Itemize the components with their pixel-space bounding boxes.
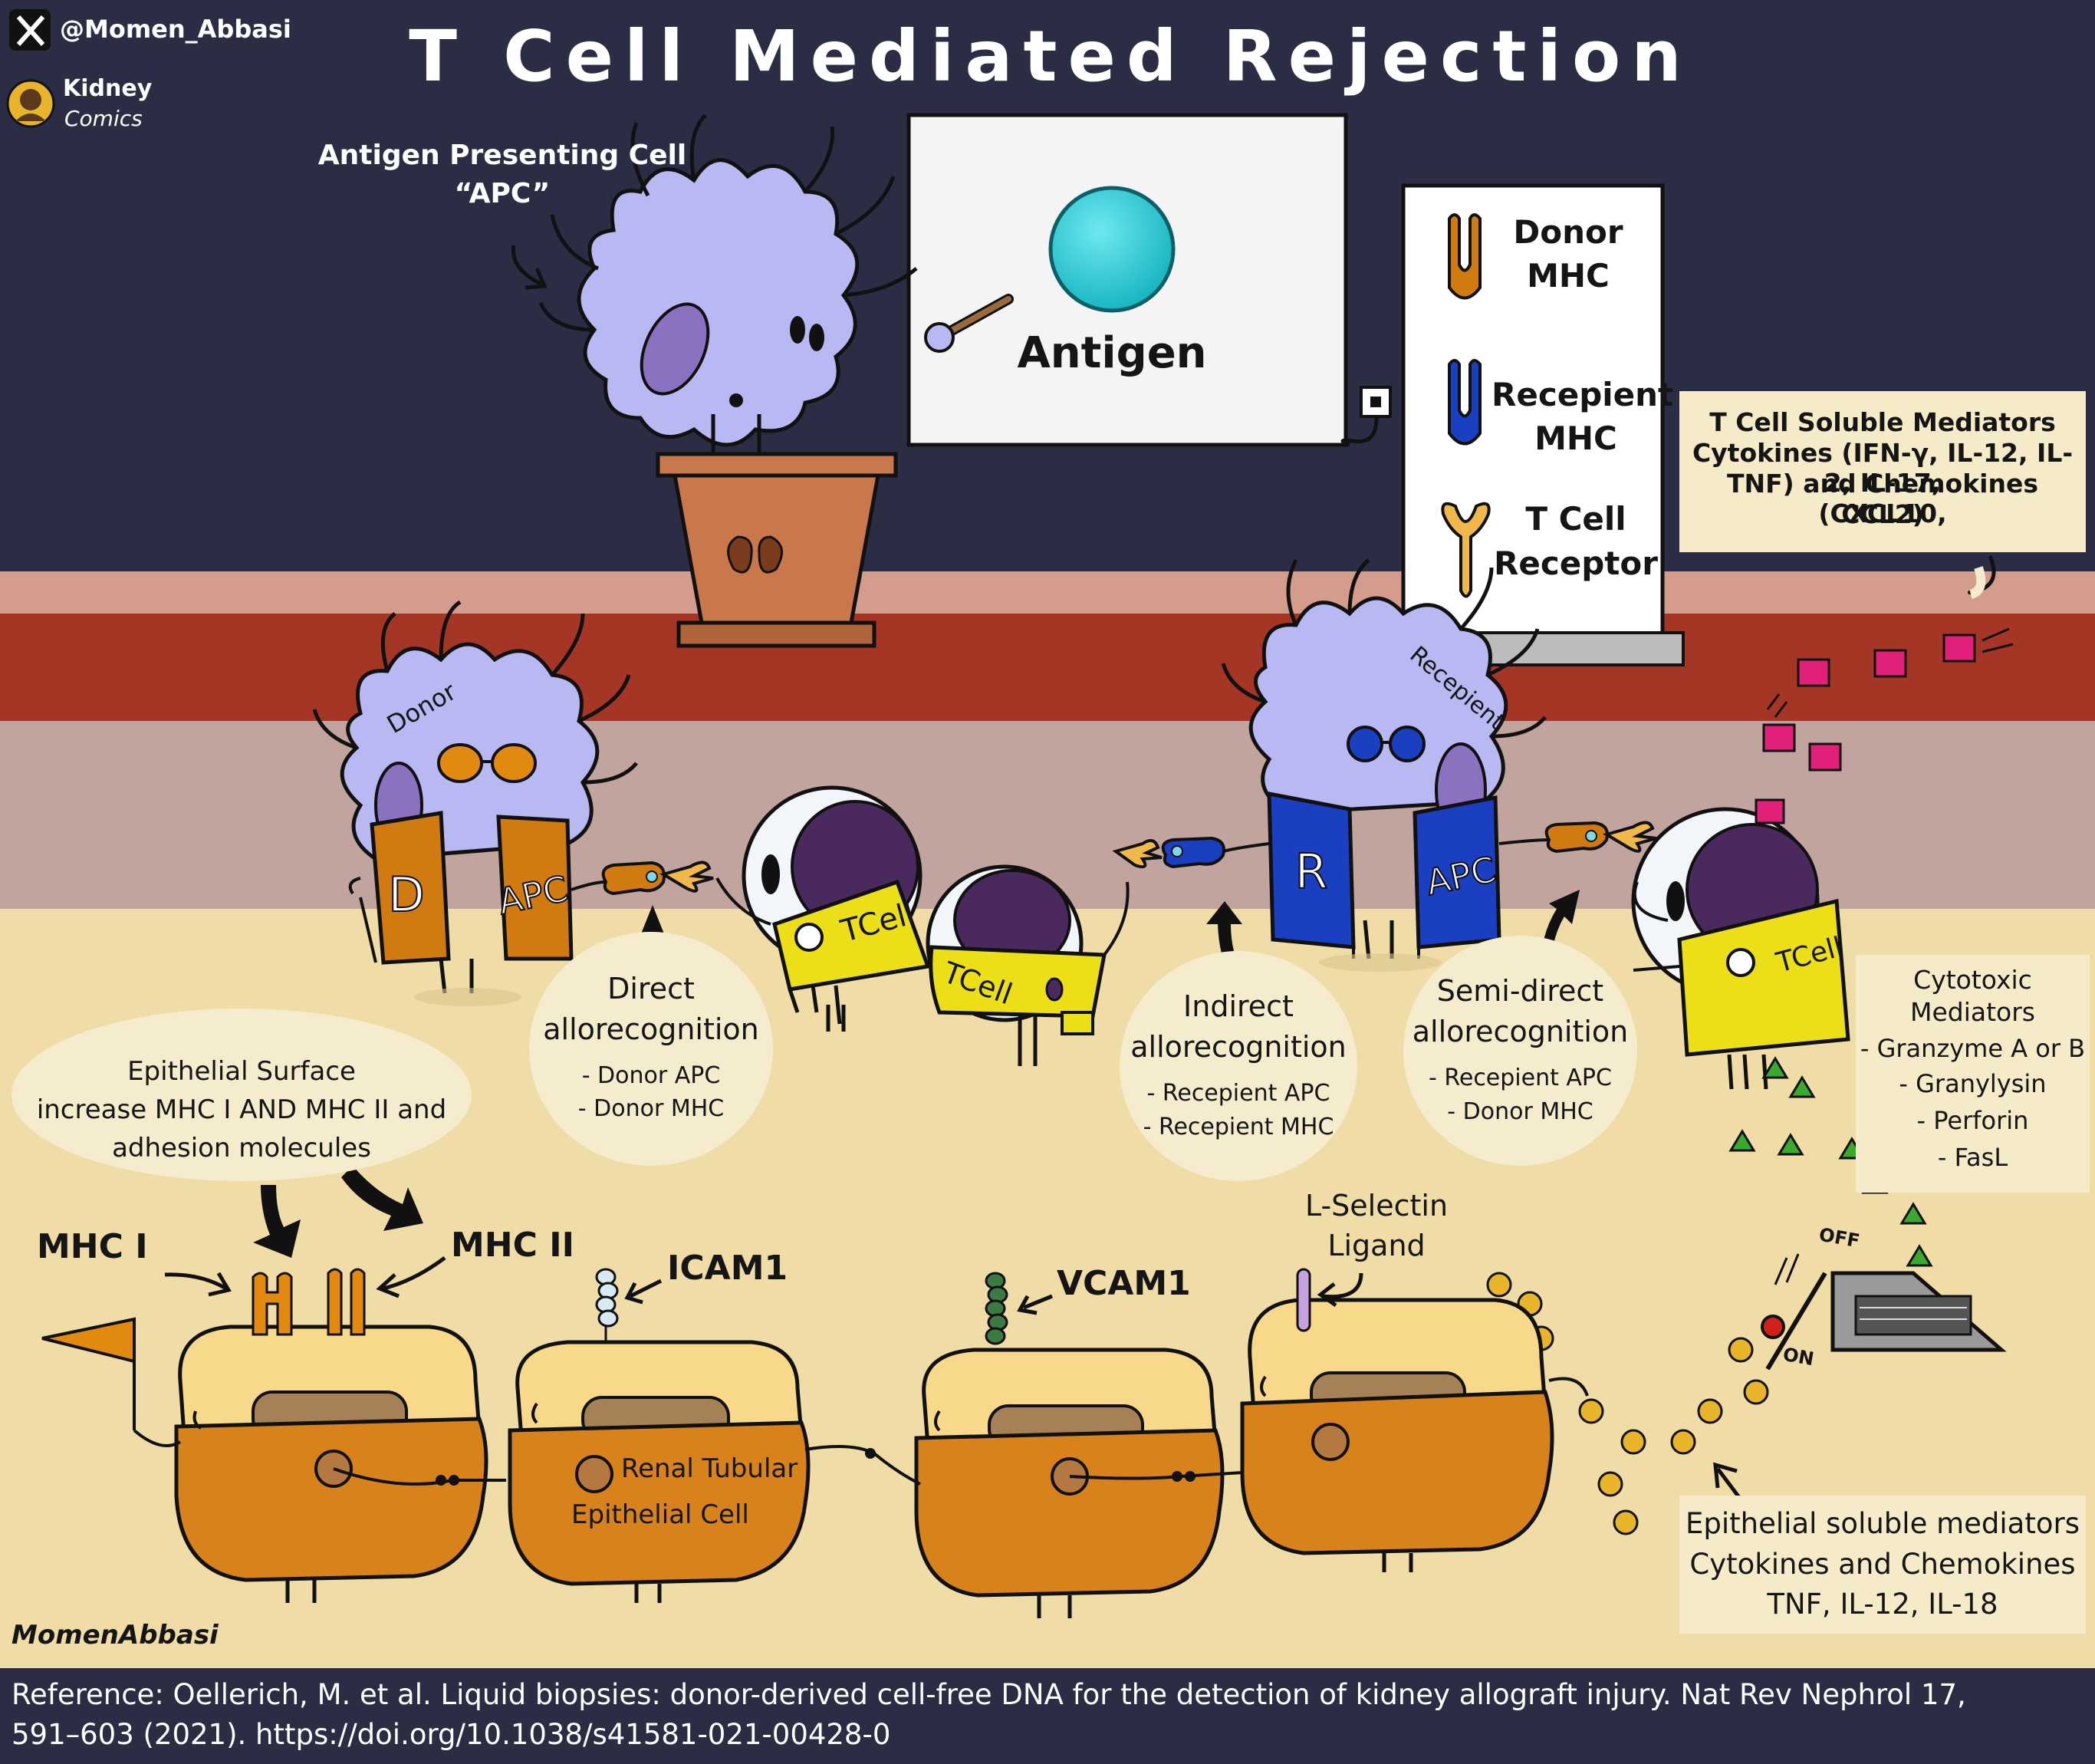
l-selectin-label-line-2: Ligand bbox=[1327, 1229, 1426, 1262]
epithelial-surface-arrows bbox=[253, 1166, 423, 1258]
t-cell-receptor-icon bbox=[1441, 502, 1491, 598]
semi-direct-line-1: Semi-direct bbox=[1436, 974, 1604, 1008]
t-cell-mediators-line-4: CCL2) bbox=[1841, 499, 1924, 529]
vcam1-molecule-icon bbox=[985, 1272, 1008, 1345]
cytotoxic-switch bbox=[1761, 1253, 2007, 1371]
x-logo-icon bbox=[9, 9, 51, 51]
epithelial-surface-line-3: adhesion molecules bbox=[112, 1133, 371, 1163]
cytotoxic-line-1: Cytotoxic bbox=[1913, 965, 2032, 995]
cytotoxic-mediators-box: Cytotoxic Mediators - Granzyme A or B - … bbox=[1856, 955, 2090, 1193]
l-selectin-ligand-icon bbox=[1296, 1268, 1311, 1332]
indirect-allorecognition-bubble: Indirect allorecognition - Recepient APC… bbox=[1120, 951, 1357, 1181]
cytotoxic-granules bbox=[1728, 1056, 1933, 1302]
mhc-ii-label: MHC II bbox=[451, 1226, 574, 1265]
reference-line-2[interactable]: 591–603 (2021). https://doi.org/10.1038/… bbox=[12, 1718, 891, 1751]
legend-recipient-line-2: MHC bbox=[1534, 420, 1617, 457]
epithelial-surface-line-2: increase MHC I AND MHC II and bbox=[36, 1094, 447, 1125]
reference-bar bbox=[0, 1668, 2095, 1764]
antigen-label: Antigen bbox=[1017, 328, 1207, 378]
stage-stripe-light bbox=[0, 571, 2095, 614]
semi-direct-allorecognition-bubble: Semi-direct allorecognition - Recepient … bbox=[1403, 936, 1637, 1166]
antigen-icon bbox=[1048, 186, 1176, 313]
projection-screen bbox=[906, 113, 1392, 447]
legend-recipient-line-1: Recepient bbox=[1491, 376, 1674, 413]
t-cell-mediators-line-2: Cytokines (IFN-γ, IL-12, IL-2, IL-17, bbox=[1692, 438, 2074, 498]
direct-line-1: Direct bbox=[607, 972, 695, 1005]
switch-knob-icon bbox=[1761, 1315, 1785, 1339]
indirect-handshake bbox=[1112, 836, 1225, 869]
brand-line-2: Comics bbox=[64, 106, 143, 131]
presenter-apc bbox=[538, 114, 1014, 648]
mhc-ii-molecule-icon bbox=[327, 1268, 366, 1336]
cytotoxic-item-4: - FasL bbox=[1937, 1143, 2008, 1172]
cytotoxic-item-1: - Granzyme A or B bbox=[1860, 1034, 2086, 1063]
semi-direct-handshake bbox=[1544, 821, 1657, 854]
indirect-sub-2: - Recepient MHC bbox=[1143, 1114, 1334, 1140]
direct-sub-1: - Donor APC bbox=[581, 1062, 721, 1089]
stage-stripe-red bbox=[0, 614, 2095, 721]
reference-line-1: Reference: Oellerich, M. et al. Liquid b… bbox=[12, 1678, 1966, 1711]
semi-direct-line-2: allorecognition bbox=[1412, 1015, 1629, 1048]
semi-direct-sub-1: - Recepient APC bbox=[1429, 1065, 1612, 1091]
epithelial-mediators-line-2: Cytokines and Chemokines bbox=[1689, 1548, 2076, 1581]
epithelial-mediators-line-3: TNF, IL-12, IL-18 bbox=[1767, 1588, 1998, 1621]
legend-donor-line-1: Donor bbox=[1513, 213, 1623, 251]
mediator-pointer bbox=[1968, 566, 1986, 599]
cytotoxic-line-2: Mediators bbox=[1909, 997, 2035, 1027]
renal-cells bbox=[41, 1298, 1589, 1618]
t-cell-2 bbox=[926, 864, 1130, 1066]
epithelial-mediators-box: Epithelial soluble mediators Cytokines a… bbox=[1679, 1496, 2086, 1634]
artist-signature: MomenAbbasi bbox=[12, 1620, 219, 1650]
vcam1-label: VCAM1 bbox=[1057, 1264, 1191, 1303]
apc-label-line-1: Antigen Presenting Cell bbox=[317, 140, 687, 171]
l-selectin-label-line-1: L-Selectin bbox=[1304, 1189, 1449, 1223]
mhc-i-label: MHC I bbox=[37, 1227, 148, 1266]
donor-vest-left-label: D bbox=[387, 866, 426, 923]
direct-sub-2: - Donor MHC bbox=[577, 1095, 725, 1122]
indirect-sub-1: - Recepient APC bbox=[1146, 1080, 1330, 1107]
t-cell-mediators-line-3: TNF) and Chemokines (CXCL10, bbox=[1726, 469, 2039, 528]
renal-cell-label-line-1: Renal Tubular bbox=[621, 1453, 798, 1484]
donor-mhc-icon bbox=[1448, 213, 1482, 300]
epithelial-mediators-line-1: Epithelial soluble mediators bbox=[1686, 1507, 2080, 1540]
twitter-handle[interactable]: @Momen_Abbasi bbox=[60, 15, 291, 44]
t-cell-mediators-box: T Cell Soluble Mediators Cytokines (IFN-… bbox=[1679, 391, 2086, 552]
indirect-line-1: Indirect bbox=[1183, 989, 1294, 1023]
t-cell-mediators-line-1: T Cell Soluble Mediators bbox=[1709, 407, 2056, 437]
icam1-molecule-icon bbox=[595, 1268, 619, 1344]
page-title: T Cell Mediated Rejection bbox=[409, 15, 1692, 97]
direct-line-2: allorecognition bbox=[543, 1012, 759, 1046]
epithelial-surface-bubble: Epithelial Surface increase MHC I AND MH… bbox=[12, 1009, 472, 1181]
recipient-vest-left-label: R bbox=[1294, 843, 1328, 900]
t-cell-1 bbox=[715, 785, 931, 1032]
cytokine-motion-lines bbox=[1766, 627, 2014, 718]
legend-donor-line-2: MHC bbox=[1527, 257, 1610, 295]
cytotoxic-item-3: - Perforin bbox=[1916, 1106, 2029, 1135]
recipient-mhc-icon bbox=[1448, 359, 1482, 446]
cytotoxic-item-2: - Granylysin bbox=[1899, 1069, 2047, 1098]
donor-apc-character bbox=[312, 600, 714, 1006]
semi-direct-sub-2: - Donor MHC bbox=[1447, 1098, 1593, 1125]
t-cell-3 bbox=[1631, 807, 1850, 1090]
apc-label-line-2: “APC” bbox=[454, 178, 551, 209]
recipient-apc-character bbox=[1221, 558, 1550, 972]
kidney-comics-avatar-icon bbox=[6, 79, 55, 128]
legend-tcr-line-2: Receptor bbox=[1494, 545, 1658, 582]
direct-allorecognition-bubble: Direct allorecognition - Donor APC - Don… bbox=[529, 932, 773, 1166]
kidney-icon bbox=[727, 535, 783, 574]
mhc-i-molecule-icon bbox=[252, 1272, 293, 1336]
epithelial-surface-line-1: Epithelial Surface bbox=[127, 1056, 356, 1087]
renal-cell-label-line-2: Epithelial Cell bbox=[571, 1499, 749, 1530]
icam1-label: ICAM1 bbox=[667, 1249, 788, 1288]
indirect-line-2: allorecognition bbox=[1130, 1030, 1347, 1064]
t-cell-cytokines bbox=[1755, 634, 1976, 824]
brand-line-1: Kidney bbox=[63, 75, 153, 102]
legend-tcr-line-1: T Cell bbox=[1525, 500, 1626, 538]
